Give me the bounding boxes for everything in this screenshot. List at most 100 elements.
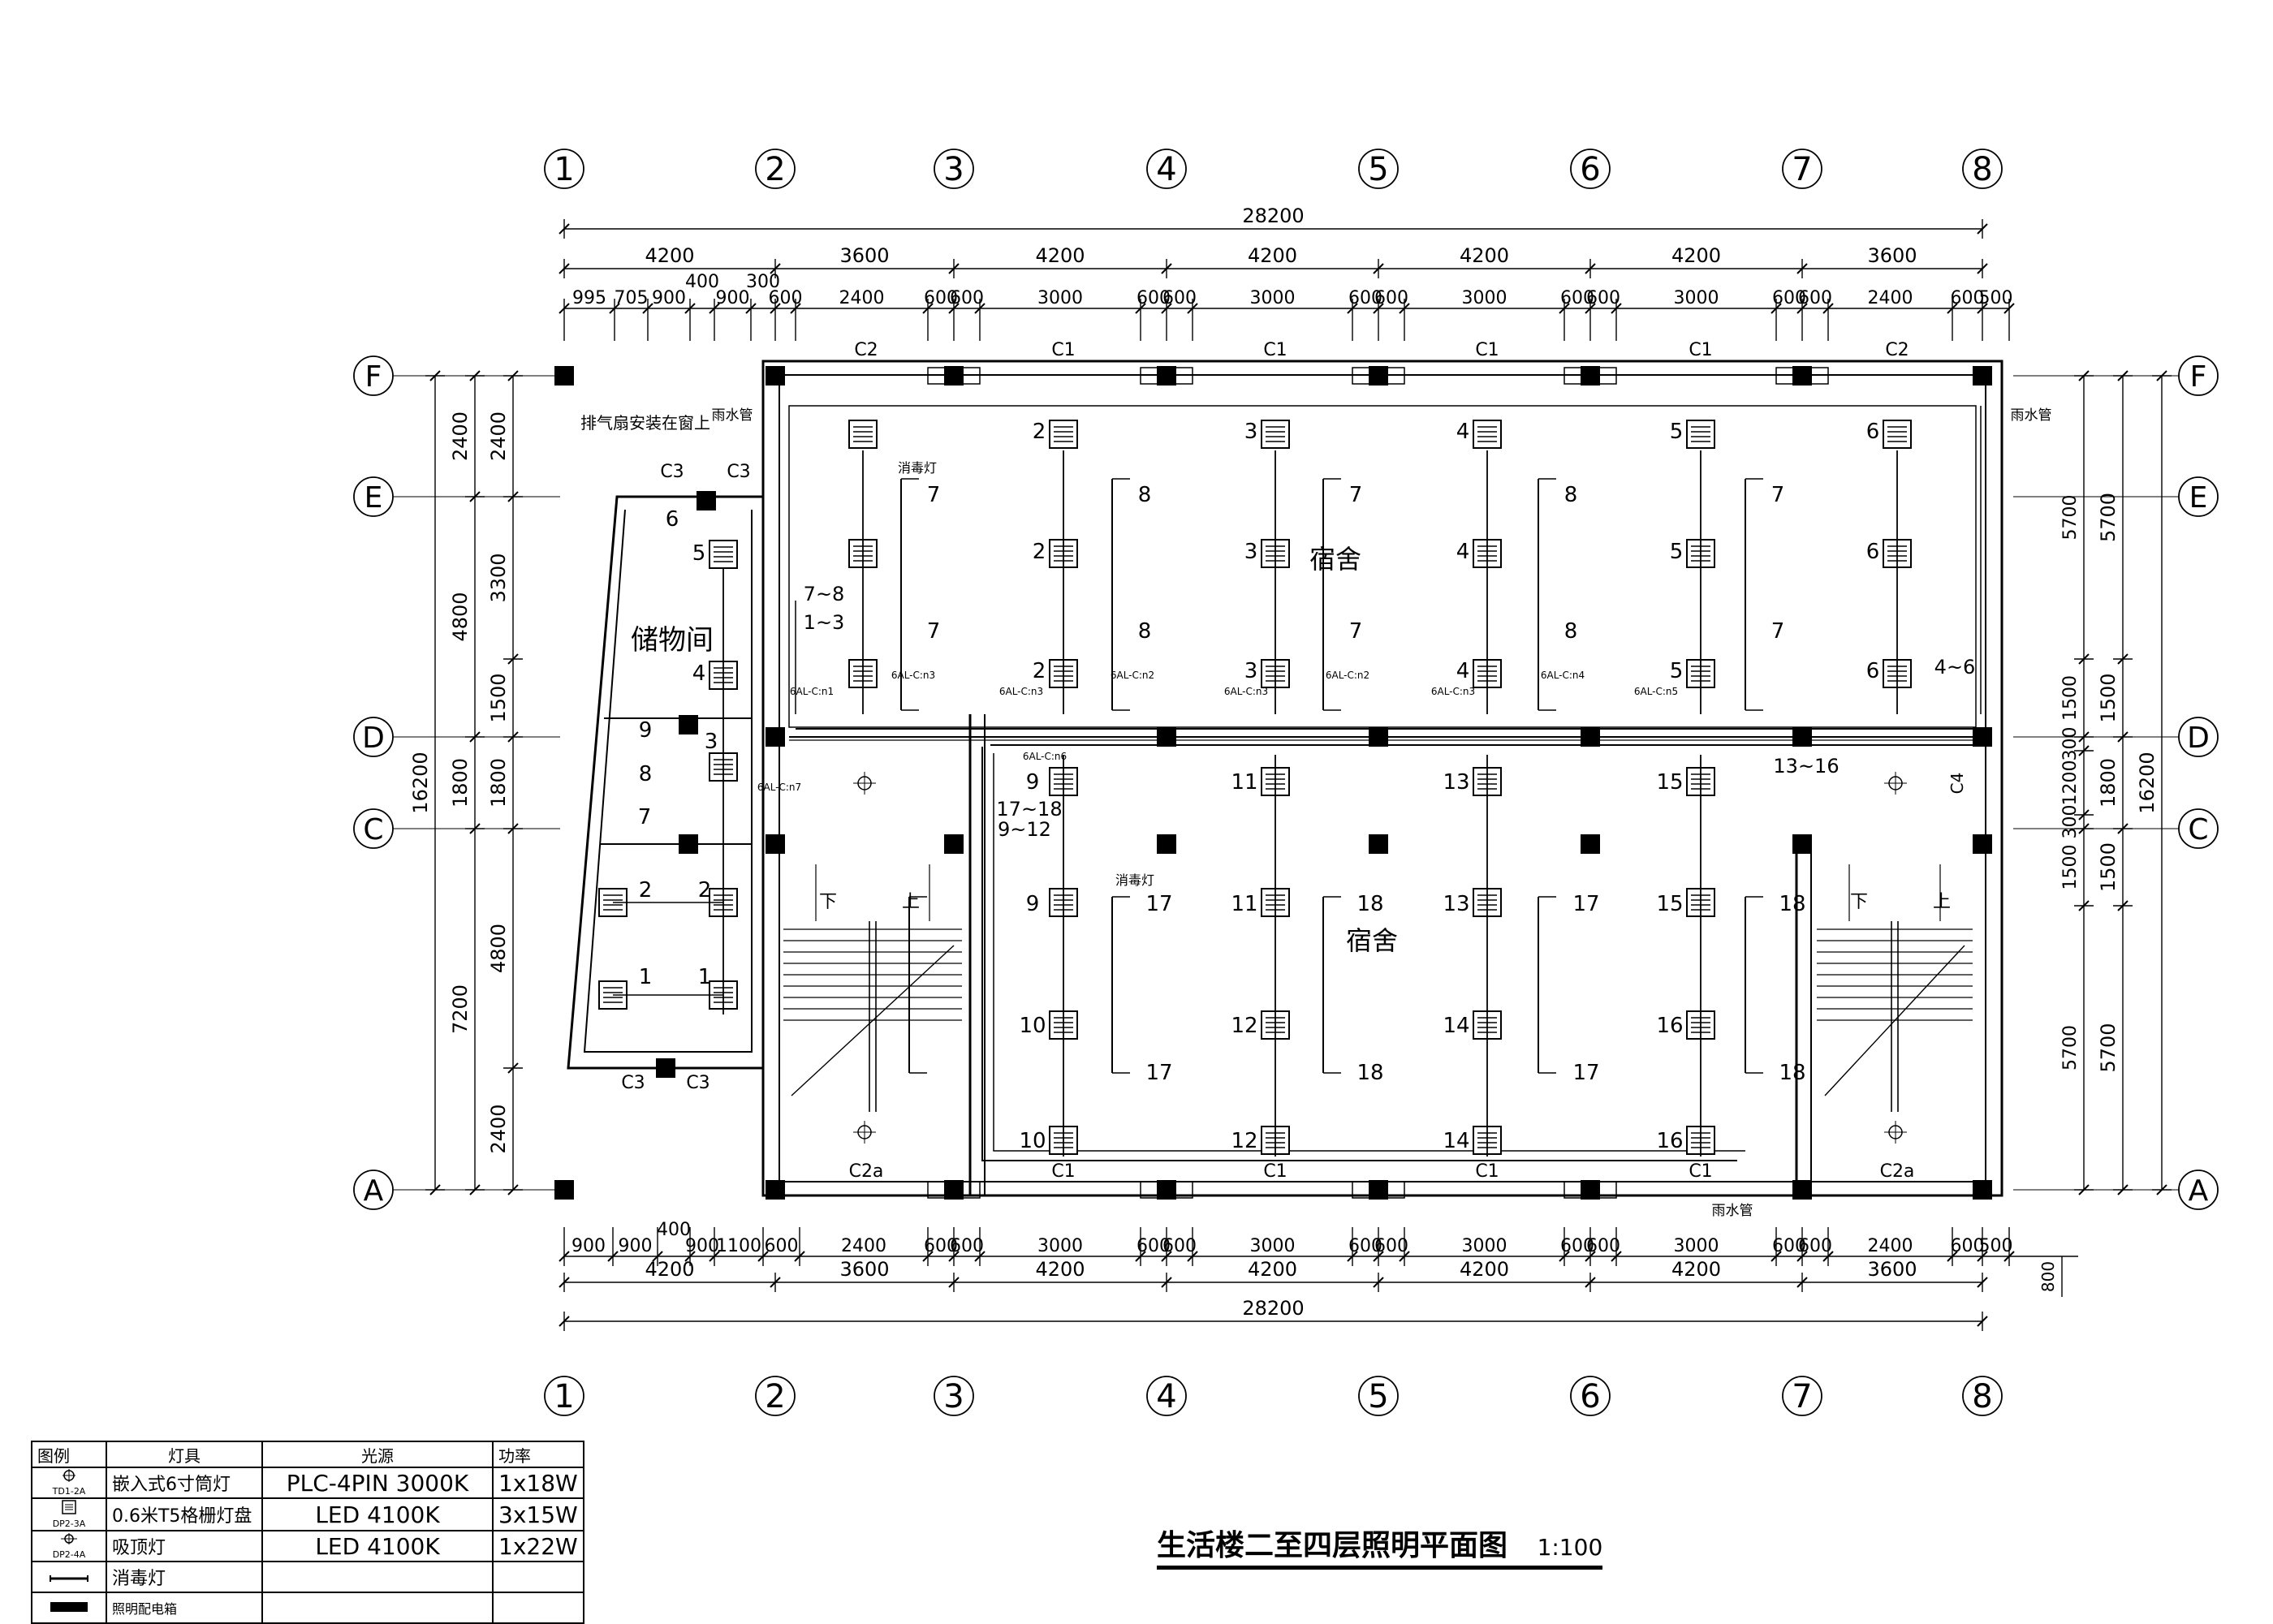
- dimension-value: 600: [1348, 288, 1382, 308]
- column: [679, 834, 698, 854]
- legend-row: 照明配电箱: [31, 1592, 584, 1624]
- axis-label: C: [363, 813, 383, 846]
- dimension-value: 600: [765, 1236, 799, 1256]
- axis-label: 5: [1368, 151, 1388, 188]
- dimension-value: 3300: [487, 553, 510, 602]
- lamp-number: 15: [1656, 770, 1683, 795]
- axis-bubble: [1782, 149, 1822, 189]
- axis-bubble: [1358, 1376, 1399, 1416]
- axis-bubble: [1146, 1376, 1187, 1416]
- column: [1369, 1180, 1388, 1200]
- light-fixtures: [598, 420, 1912, 1155]
- cable-tag: 6AL-C:n1: [790, 686, 834, 697]
- legend-fixture: 嵌入式6寸筒灯: [106, 1467, 263, 1499]
- lamp-number: 2: [1033, 420, 1046, 444]
- lamp-number: 7: [1349, 483, 1363, 507]
- window-tag: C3: [621, 1073, 645, 1093]
- dimension-value: 4200: [1671, 1258, 1721, 1281]
- legend-header-row: 图例 灯具 光源 功率: [31, 1441, 584, 1468]
- ceiling-lamp: [853, 1121, 876, 1144]
- circuit-range: 7~8: [804, 583, 845, 605]
- dimension-value: 1500: [2097, 673, 2120, 722]
- circuit-range: 17~18: [996, 798, 1062, 821]
- window-tag: C2a: [1880, 1161, 1915, 1182]
- dimension-value: 3000: [1250, 288, 1296, 308]
- lamp-number: 8: [1564, 483, 1578, 507]
- lamp-number: 7: [927, 619, 941, 644]
- stair-up-label: 上: [1933, 892, 1951, 912]
- axis-label: 7: [1792, 1378, 1812, 1415]
- window-tag: C1: [1475, 1161, 1499, 1182]
- lamp-number: 5: [692, 541, 706, 566]
- column: [766, 834, 785, 854]
- lamp-number: 18: [1356, 1061, 1383, 1085]
- dimension-value: 1500: [2060, 675, 2081, 721]
- dimension-value: 3600: [839, 1258, 889, 1281]
- axis-label: 1: [554, 151, 574, 188]
- lamp-number: 14: [1443, 1014, 1469, 1038]
- lamp-number: 12: [1231, 1014, 1257, 1038]
- axis-label: 3: [943, 1378, 964, 1415]
- legend-source: PLC-4PIN 3000K: [261, 1467, 494, 1499]
- column: [554, 1180, 574, 1200]
- dimension-value: 1800: [449, 758, 472, 808]
- lamp-number: 18: [1779, 1061, 1805, 1085]
- lamp-number: 16: [1656, 1014, 1683, 1038]
- axis-bubble: [1962, 1376, 2003, 1416]
- column: [697, 491, 716, 510]
- ceiling-lamp: [1884, 1121, 1907, 1144]
- lamp-number: 2: [1033, 659, 1046, 683]
- dimension-value: 5700: [2097, 493, 2120, 542]
- column: [1973, 366, 1992, 386]
- dimension-value: 500: [1979, 1236, 2013, 1256]
- legend-header-fixture: 灯具: [106, 1441, 263, 1468]
- dimension-value: 600: [1586, 1236, 1620, 1256]
- dimension-value: 1500: [2097, 842, 2120, 892]
- legend-power: 1x18W: [492, 1467, 584, 1499]
- window-tag: C1: [1475, 340, 1499, 360]
- dimension-value: 300: [2060, 805, 2081, 839]
- dimension-value: 4200: [1248, 1258, 1297, 1281]
- dimension-value: 2400: [1868, 1236, 1913, 1256]
- room-dorm-north: 宿舍: [1309, 544, 1361, 575]
- lamp-number: 7: [1349, 619, 1363, 644]
- cable-tag: 6AL-C:n4: [1541, 670, 1585, 681]
- column: [1792, 1180, 1812, 1200]
- lamp-number: 5: [1670, 540, 1684, 564]
- dimension-value: 5700: [2060, 495, 2081, 541]
- dimension-value: 600: [1374, 1236, 1408, 1256]
- cable-tag: 6AL-C:n7: [757, 782, 801, 793]
- axis-label: E: [2189, 481, 2208, 515]
- column: [944, 366, 964, 386]
- lamp-number: 2: [1033, 540, 1046, 564]
- window-tag: C3: [660, 462, 684, 482]
- dimension-value: 3600: [1867, 1258, 1917, 1281]
- lamp-number: 9: [1026, 770, 1040, 795]
- lamp-number: 17: [1572, 1061, 1599, 1085]
- dimension-value: 4200: [1460, 1258, 1509, 1281]
- axis-bubble: [1782, 1376, 1822, 1416]
- cable-tag: 6AL-C:n2: [1111, 670, 1154, 681]
- column: [554, 366, 574, 386]
- legend-code: TD1-2A: [52, 1486, 86, 1497]
- ceiling-lamp: [1884, 772, 1907, 795]
- axis-bubble: [1570, 149, 1611, 189]
- lamp-number: 1: [698, 965, 712, 989]
- grille-light: [1261, 420, 1290, 449]
- window-tag: C1: [1051, 340, 1075, 360]
- legend-row: 消毒灯: [31, 1561, 584, 1593]
- column: [679, 715, 698, 734]
- window-tag: C1: [1263, 340, 1287, 360]
- dimension-value: 600: [1951, 288, 1985, 308]
- dimension-value: 5700: [2097, 1023, 2120, 1072]
- grille-light: [709, 540, 738, 569]
- lamp-number: 9: [639, 718, 653, 743]
- dimension-value: 900: [571, 1236, 606, 1256]
- stair-left: [783, 864, 962, 1112]
- dimension-value: 4200: [1035, 244, 1085, 267]
- column: [1157, 366, 1176, 386]
- dimension-value: 600: [1772, 1236, 1806, 1256]
- lamp-number: 1: [639, 965, 653, 989]
